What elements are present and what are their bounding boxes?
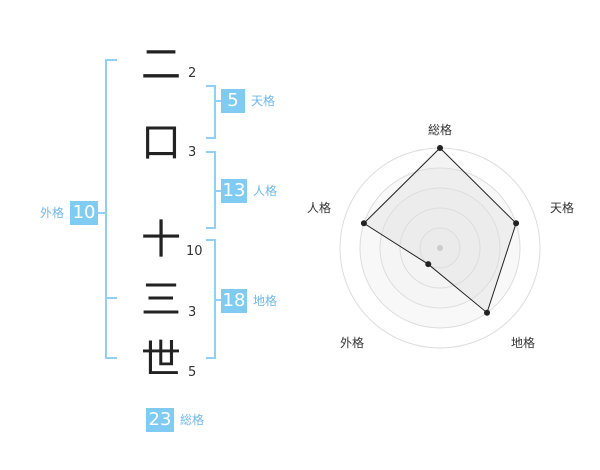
gaikaku-value-badge: 10 — [70, 201, 99, 225]
stroke-count-1: 2 — [188, 66, 197, 81]
radar-point-3 — [425, 261, 432, 268]
name-char-1: 二 — [141, 42, 181, 88]
radar-axis-label-gaikaku: 外格 — [340, 336, 365, 350]
gaikaku-bracket — [105, 59, 117, 359]
radar-data-points — [360, 145, 520, 316]
radar-center-dot — [437, 245, 443, 251]
radar-axis-label-jinkaku: 人格 — [307, 201, 332, 215]
jinkaku-value-badge: 13 — [221, 179, 247, 203]
soukaku-label: 総格 — [180, 413, 205, 427]
chikaku-label: 地格 — [253, 294, 278, 308]
stroke-count-3: 10 — [186, 244, 203, 259]
tenkaku-group: 5 天格 — [221, 89, 275, 113]
jinkaku-label: 人格 — [253, 184, 278, 198]
soukaku-value-badge: 23 — [146, 408, 174, 432]
radar-axis-label-tenkaku: 天格 — [550, 201, 575, 215]
radar-axis-label-soukaku: 総格 — [428, 123, 453, 137]
stroke-count-5: 5 — [188, 365, 197, 380]
stroke-count-4: 3 — [188, 305, 197, 320]
tenkaku-bracket — [206, 85, 216, 139]
stroke-count-2: 3 — [188, 145, 197, 160]
name-char-3: 十 — [141, 217, 181, 263]
name-char-4: 三 — [141, 277, 181, 323]
radar-data-polygon — [363, 147, 517, 314]
name-char-2: 口 — [141, 120, 181, 166]
radar-axis-label-chikaku: 地格 — [511, 336, 536, 350]
name-char-5: 世 — [141, 337, 181, 383]
tenkaku-value-badge: 5 — [221, 89, 245, 113]
jinkaku-group: 13 人格 — [221, 179, 277, 203]
radar-point-1 — [513, 220, 520, 227]
gaikaku-group: 外格 10 — [40, 201, 99, 225]
soukaku-group: 23 総格 — [146, 408, 204, 432]
chikaku-value-badge: 18 — [221, 289, 247, 313]
radar-point-2 — [484, 309, 491, 316]
radar-point-0 — [437, 145, 443, 151]
gaikaku-label: 外格 — [40, 206, 65, 220]
chikaku-group: 18 地格 — [221, 289, 277, 313]
tenkaku-label: 天格 — [251, 94, 276, 108]
radar-point-4 — [360, 220, 367, 227]
